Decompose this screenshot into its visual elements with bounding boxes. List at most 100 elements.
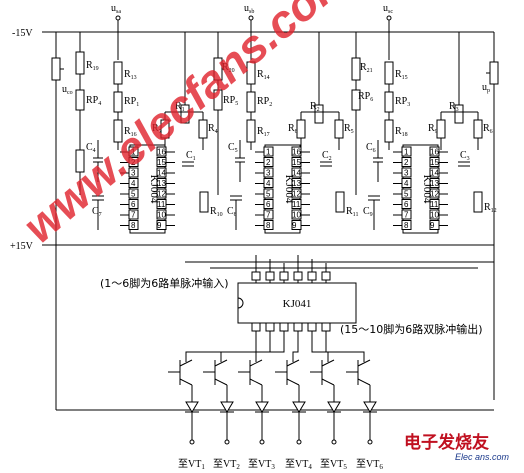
label-r14: R14 [257, 69, 270, 81]
input-note: (1～6脚为6路单脉冲输入) [100, 276, 229, 290]
transistor-emitter [321, 378, 335, 386]
kj004-label-3: KJ004 [421, 175, 433, 204]
r13 [113, 61, 123, 85]
usb-terminal [248, 15, 254, 60]
pin-number: 15 [292, 158, 301, 167]
r12 [473, 191, 483, 213]
pin-number: 10 [292, 211, 301, 220]
diode [255, 401, 269, 413]
kj004-label-1: KJ004 [148, 175, 160, 204]
kj041-label: KJ041 [283, 298, 312, 310]
diode [220, 401, 234, 413]
label-r6: R6 [483, 123, 493, 135]
site-logo: 电子发烧友 Elec ans.com [404, 432, 510, 462]
pin-number: 2 [404, 158, 409, 167]
transistor-emitter [286, 378, 300, 386]
pulse-bus [185, 255, 494, 345]
kj041-input-pin [321, 271, 331, 281]
transistor-emitter [214, 378, 228, 386]
pin-number: 9 [430, 221, 435, 230]
component-labels: R19 R20 R21 R13 R14 R15 RP1 RP2 RP3 RP4 … [86, 60, 497, 218]
r18 [384, 119, 394, 143]
label-c2: C2 [322, 150, 332, 162]
rp4 [75, 89, 85, 111]
r8 [296, 119, 306, 139]
r11 [335, 191, 345, 213]
drive-line [220, 345, 271, 362]
drive-line [311, 345, 329, 362]
pin-number: 13 [430, 179, 439, 188]
kj041-input-pin [265, 271, 275, 281]
output-label-5: 至VT5 [320, 458, 347, 471]
pin-number: 15 [430, 158, 439, 167]
transistor-emitter [249, 378, 263, 386]
pin-number: 16 [430, 148, 439, 157]
pin-number: 1 [131, 148, 136, 157]
rp2 [246, 91, 256, 113]
pin-number: 7 [404, 211, 409, 220]
pin-number: 5 [404, 190, 409, 199]
label-r9: R9 [428, 123, 438, 135]
pos15-rail [42, 244, 494, 411]
usc-label: usc [383, 3, 393, 15]
drive-line [292, 345, 299, 362]
logo-en: Elec ans.com [455, 452, 510, 462]
label-c1: C1 [186, 150, 196, 162]
transistor-collector [286, 359, 300, 367]
label-r3: R3 [449, 101, 459, 113]
neg15-rail [42, 31, 495, 400]
output-label-2: 至VT2 [213, 458, 240, 471]
up-label: up [482, 82, 490, 94]
label-r19: R19 [86, 60, 99, 72]
label-rp1: RP1 [124, 96, 139, 108]
transistor-emitter [357, 378, 371, 386]
pin-number: 2 [266, 158, 271, 167]
r9 [436, 119, 446, 139]
r5 [334, 119, 344, 139]
label-r5: R5 [344, 123, 354, 135]
label-c8: C8 [227, 206, 237, 218]
pin-number: 6 [404, 200, 409, 209]
pin-number: 15 [157, 158, 166, 167]
kj041-output-pin [307, 322, 317, 332]
label-r15: R15 [395, 69, 408, 81]
r21 [351, 57, 361, 81]
label-c7: C7 [92, 206, 102, 218]
output-label-3: 至VT3 [248, 458, 275, 471]
uco-pot [51, 45, 64, 245]
pin-number: 6 [131, 200, 136, 209]
pin-number: 2 [131, 158, 136, 167]
transistor-emitter [179, 378, 193, 386]
label-r17: R17 [257, 126, 270, 138]
transistor-collector [179, 359, 193, 367]
label-r8: R8 [288, 123, 298, 135]
output-terminal [224, 439, 230, 445]
pin-number: 10 [430, 211, 439, 220]
output-label-4: 至VT4 [285, 458, 312, 471]
output-note: (15～10脚为6路双脉冲输出) [340, 322, 483, 336]
pin-number: 4 [266, 179, 271, 188]
pin-number: 9 [292, 221, 297, 230]
pin-number: 12 [430, 190, 439, 199]
label-r4: R4 [208, 123, 218, 135]
pin-number: 14 [292, 169, 301, 178]
kj004-label-2: KJ004 [283, 175, 295, 204]
output-label-6: 至VT6 [356, 458, 383, 471]
transistor-collector [357, 359, 371, 367]
kj041-output-pin [251, 322, 261, 332]
up-pot [486, 61, 499, 85]
pin-number: 14 [430, 169, 439, 178]
pin-number: 8 [131, 221, 136, 230]
label-rp5: RP5 [223, 95, 238, 107]
label-r16: R16 [124, 126, 137, 138]
label-r20: R20 [222, 62, 235, 74]
pin-number: 11 [430, 200, 439, 209]
label-c3: C3 [460, 150, 470, 162]
rp3 [384, 91, 394, 113]
drive-line [325, 345, 365, 362]
output-terminal [189, 439, 195, 445]
r10 [199, 191, 209, 213]
